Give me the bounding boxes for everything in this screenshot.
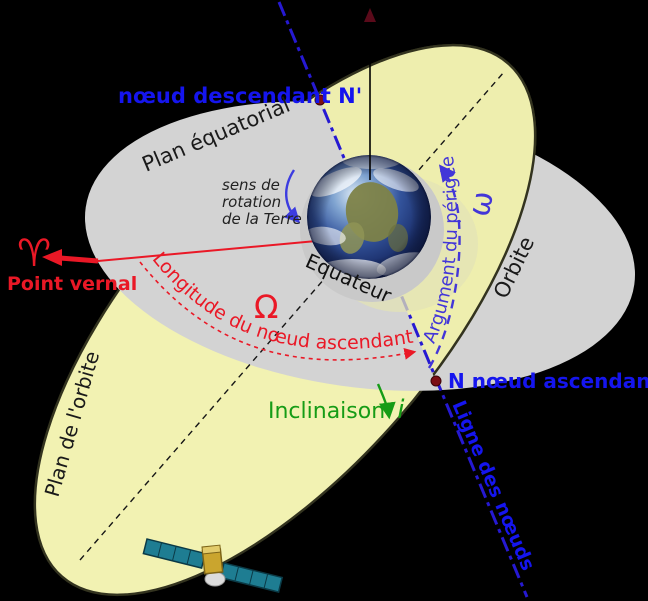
vernal-point-symbol-icon: ♈ xyxy=(17,231,51,275)
vernal-point-label: Point vernal xyxy=(7,273,137,295)
satellite xyxy=(142,538,284,593)
vernal-arrowhead-icon xyxy=(42,249,62,266)
ascending-node-label: N nœud ascendant xyxy=(448,369,648,393)
descending-node-label: nœud descendant N' xyxy=(118,84,362,108)
vernal-direction-line-thick xyxy=(59,255,99,264)
inclination-arrow xyxy=(376,383,396,420)
descending-node-dot xyxy=(314,94,326,106)
earth-rotation-arrow xyxy=(283,169,301,224)
satellite-body xyxy=(201,544,224,575)
argument-perigee-arc xyxy=(427,164,461,369)
inclination-label: Inclinaison i xyxy=(268,395,405,425)
earth-rotation-note: sens de rotation de la Terre xyxy=(222,176,302,228)
earth-axis-tip-icon xyxy=(364,8,376,22)
longitude-symbol-omega: Ω xyxy=(254,288,278,326)
longitude-arc xyxy=(139,261,417,361)
ascending-node-dot xyxy=(430,375,442,387)
vernal-direction-line xyxy=(97,238,339,262)
earth-globe xyxy=(307,155,431,279)
line-of-apsides-dashed xyxy=(79,71,505,561)
